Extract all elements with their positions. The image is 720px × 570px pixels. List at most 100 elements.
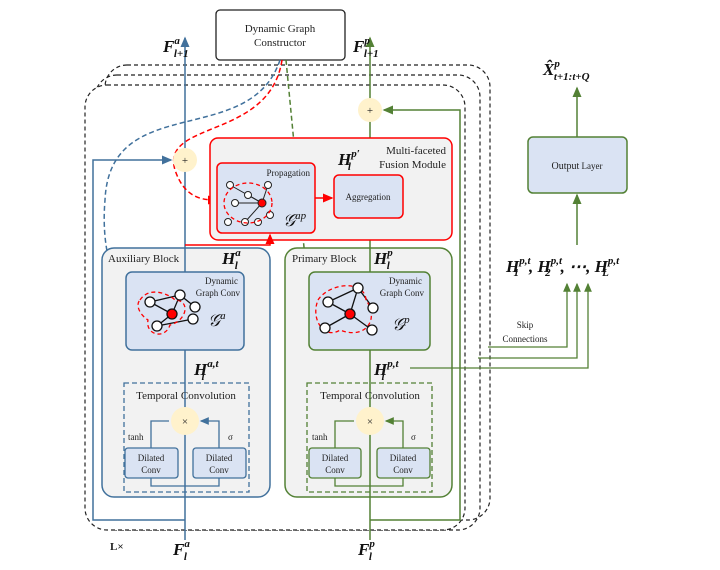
graph-ap-symbol: 𝒢ap: [283, 210, 307, 230]
skip-line-2: Connections: [503, 334, 548, 344]
labels-F-p-sup: p: [368, 538, 375, 550]
labels-H-pt-sup: p,t: [386, 358, 399, 370]
labels-H-a-base: H: [221, 249, 236, 268]
labels-H-seq-base: H: [537, 257, 552, 276]
ops-times: ×: [182, 416, 188, 428]
labels-H-seq-h2-sub: 2: [544, 267, 551, 279]
fusion-title-1: Multi-faceted: [386, 145, 446, 157]
aux-temporal: Temporal Convolution: [136, 390, 236, 402]
aux-title: Auxiliary Block: [108, 253, 180, 265]
labels-H-at-sup: a,t: [207, 358, 219, 370]
labels-H-seq-dots: ⋯: [569, 257, 587, 276]
labels-F-p-base: F: [357, 540, 370, 559]
labels-F-p-next-sup: p: [363, 35, 370, 47]
primary-tanh: tanh: [312, 432, 328, 442]
labels-F-a-next-sup: a: [174, 35, 180, 47]
labels-H-p-sup: p: [386, 247, 393, 259]
labels-X-hat-sup: p: [553, 58, 560, 70]
fusion-graph-symbol: 𝒢: [283, 211, 298, 230]
fusion-title-2: Fusion Module: [379, 159, 446, 171]
graph-to-aux-dashed: [103, 59, 281, 302]
label-H-pprime: Hp′l: [337, 148, 360, 173]
graph-to-fusion-dashed: [172, 59, 283, 205]
primary-sigma: σ: [411, 432, 416, 442]
aux-dilated-1: Dilated: [138, 453, 165, 463]
aux-residual-line: [92, 155, 185, 521]
graph-p-symbol: 𝒢p: [392, 314, 410, 334]
aux-to-propagation: [185, 233, 275, 246]
labels-F-p-next-sub: l+1: [364, 48, 379, 60]
labels-H-pt-sub: l: [382, 371, 386, 383]
output-layer: Output Layer: [527, 136, 628, 194]
skip-connections: [410, 282, 592, 369]
labels-F-a-base: F: [172, 540, 185, 559]
primary-title: Primary Block: [292, 253, 357, 265]
primary-gconv-2: Graph Conv: [380, 288, 425, 298]
skip-line-1: Skip: [517, 320, 534, 330]
fusion-graph-sup: ap: [295, 210, 307, 222]
primary-temporal: Temporal Convolution: [320, 390, 420, 402]
labels-X-hat-base: X̂: [542, 60, 555, 79]
primary-plus-op: +: [358, 98, 382, 122]
ops-plus: +: [367, 105, 373, 117]
labels-H-seq-sup: p,t: [607, 255, 620, 267]
constructor-label-1: Dynamic Graph: [245, 23, 316, 35]
ops-plus: +: [182, 155, 188, 167]
labels-H-a-sup: a: [235, 247, 241, 259]
auxiliary-block: Auxiliary Block Dynamic Graph Conv 𝒢a Te…: [101, 247, 271, 498]
primary-residual-line: [370, 105, 461, 521]
dynamic-graph-constructor: Dynamic Graph Constructor: [215, 9, 346, 61]
repeat-label: L×: [110, 541, 124, 553]
labels-H-p-base: H: [373, 249, 388, 268]
output-layer-label-1: Output: [551, 161, 579, 172]
graph-icon: [137, 289, 201, 335]
primary-dilated-2: Conv: [393, 465, 413, 475]
primary-graph-sup: p: [403, 314, 410, 326]
labels-F-a-sup: a: [184, 538, 190, 550]
labels-H-seq-hL-sub: L: [601, 267, 609, 279]
labels-H-a-sub: l: [235, 260, 239, 272]
aux-dilated-2: Conv: [141, 465, 161, 475]
ops-times: ×: [367, 416, 373, 428]
aggregation-box: [333, 174, 404, 219]
primary-block: Primary Block Dynamic Graph Conv 𝒢p Temp…: [284, 247, 453, 498]
primary-dilated-1: Dilated: [322, 453, 349, 463]
labels-H-pprime-sub: l: [348, 161, 352, 173]
labels-H-seq-sep: ,: [528, 257, 533, 276]
labels-F-p-next-base: F: [352, 37, 365, 56]
labels-H-seq-h1-sub: 1: [514, 267, 520, 279]
labels-H-at-sub: l: [202, 371, 206, 383]
fusion-module: Multi-faceted Fusion Module Propagation …: [209, 137, 453, 241]
labels-F-p-sub: l: [369, 551, 373, 563]
propagation-graph-icon: [223, 181, 274, 226]
svg-text:Output Layer: Output Layer: [551, 161, 602, 172]
aux-dilated-1: Dilated: [206, 453, 233, 463]
labels-H-seq-sep: ,: [585, 257, 590, 276]
aux-gconv-1: Dynamic: [205, 276, 238, 286]
labels-X-hat-sub: t+1:t+Q: [554, 71, 590, 83]
labels-H-p-sub: l: [387, 260, 391, 272]
fusion-aggregation: Aggregation: [346, 192, 391, 202]
labels-H-seq-sep: ,: [560, 257, 565, 276]
labels-H-pprime-base: H: [337, 150, 352, 169]
aux-plus-op: +: [173, 148, 197, 172]
constructor-label-2: Constructor: [254, 37, 306, 49]
aux-dilated-2: Conv: [209, 465, 229, 475]
aux-graph-symbol: 𝒢: [208, 311, 223, 330]
labels-H-seq-sup: p,t: [518, 255, 531, 267]
aux-tanh: tanh: [128, 432, 144, 442]
graph-icon: [315, 282, 379, 336]
primary-graph-symbol: 𝒢: [392, 315, 407, 334]
aux-graph-sup: a: [220, 310, 226, 322]
primary-dilated-2: Conv: [325, 465, 345, 475]
primary-gconv-1: Dynamic: [389, 276, 422, 286]
aux-sigma: σ: [228, 432, 233, 442]
